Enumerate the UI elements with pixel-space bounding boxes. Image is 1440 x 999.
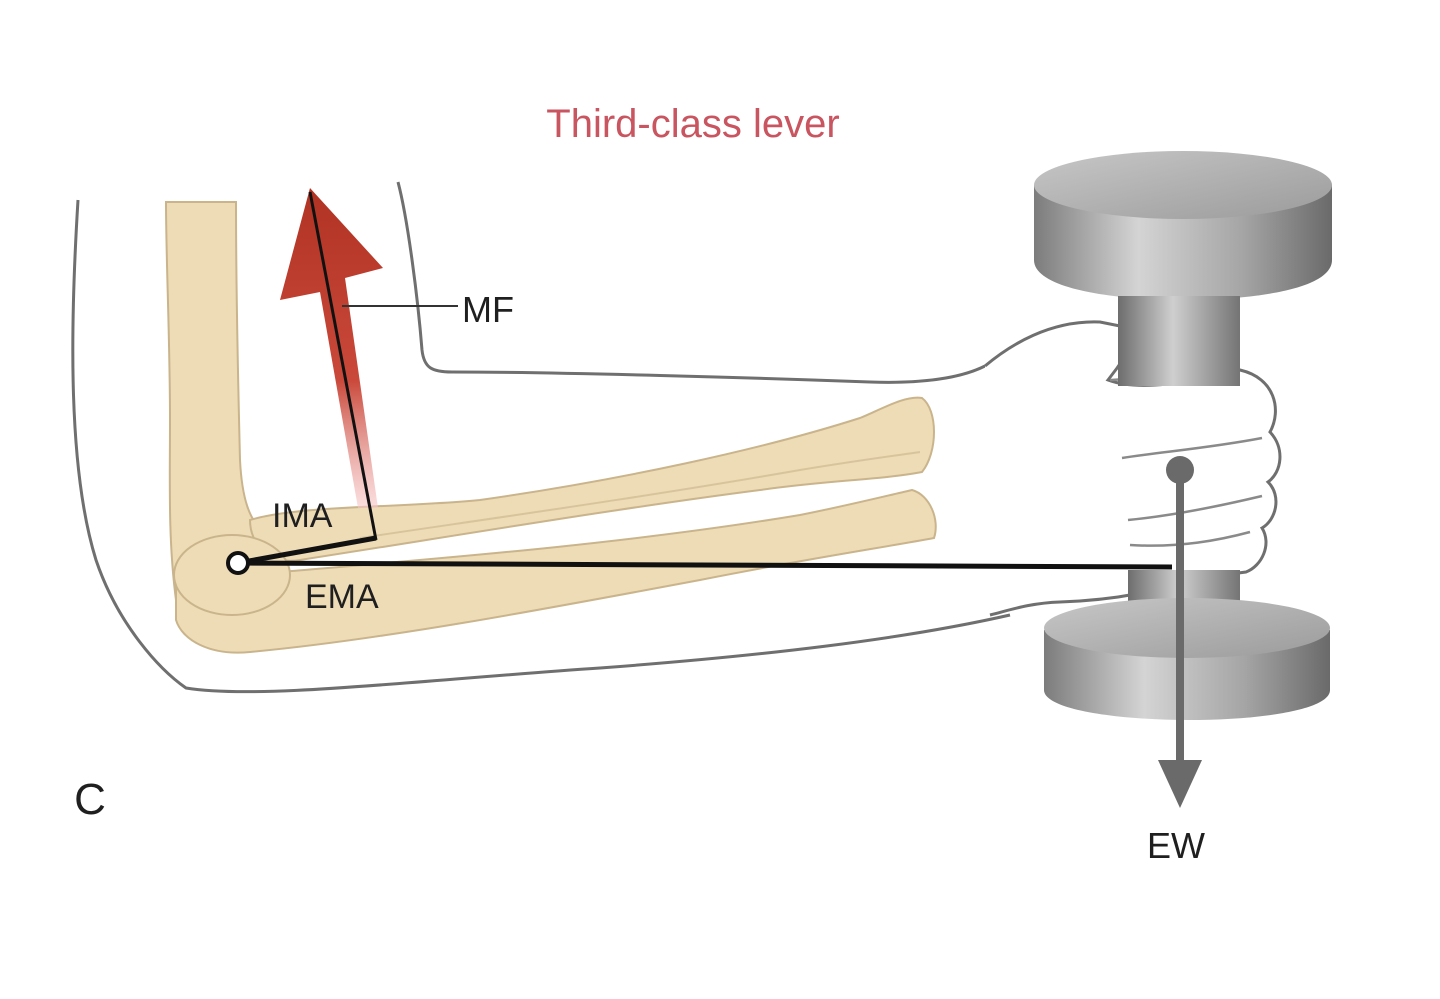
dumbbell-top-plate-face — [1034, 151, 1332, 219]
upper-arm-outline — [71, 199, 1011, 694]
radius-detail-line — [359, 451, 921, 539]
weight-vector-arrowhead — [1158, 760, 1202, 808]
label-mf: MF — [462, 289, 514, 330]
forearm-top-outline — [396, 181, 986, 384]
dumbbell-handle-top — [1118, 296, 1240, 386]
dumbbell-bottom-plate-face — [1044, 598, 1330, 658]
radius-bone — [248, 396, 935, 562]
panel-letter: C — [74, 775, 106, 824]
elbow-condyle — [173, 534, 291, 616]
diagram-title: Third-class lever — [546, 102, 839, 146]
label-ew: EW — [1147, 825, 1205, 866]
elbow-pivot-point — [226, 551, 250, 575]
internal-moment-arm-line — [237, 535, 377, 566]
external-moment-arm-line — [237, 560, 1173, 570]
muscle-force-line — [308, 191, 378, 541]
label-ima: IMA — [272, 497, 333, 535]
dumbbell — [1034, 151, 1332, 720]
hand-finger-creases — [1109, 370, 1263, 547]
label-ema: EMA — [305, 578, 379, 616]
muscle-force-arrow — [280, 188, 383, 508]
